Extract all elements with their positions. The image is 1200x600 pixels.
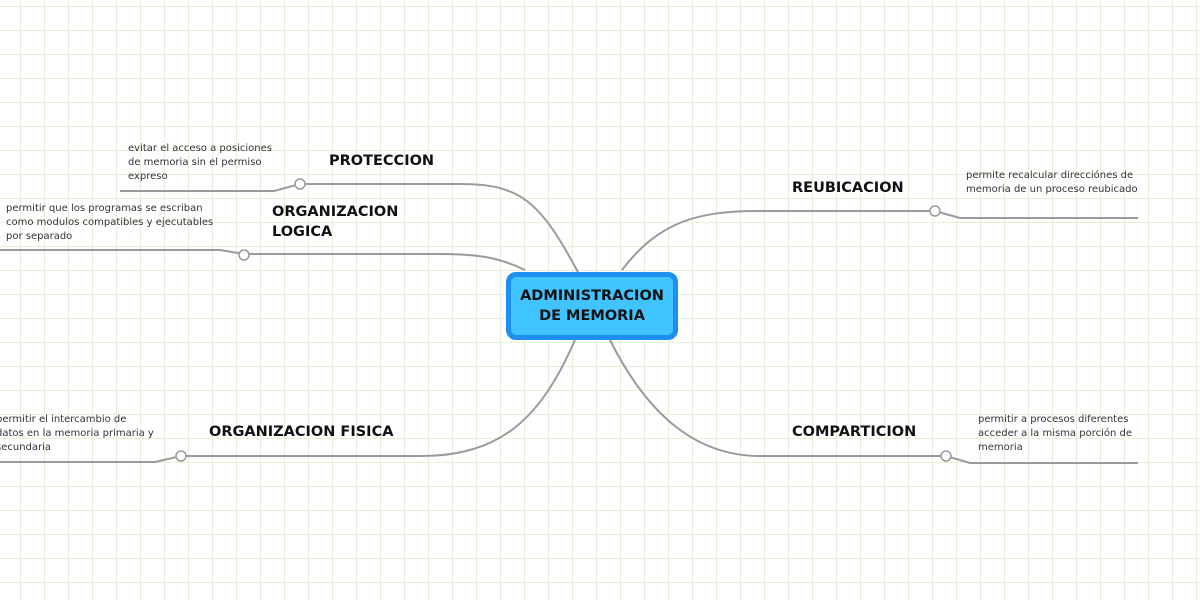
connector-comparticion [609, 339, 1138, 464]
collapse-handle-reubicacion [929, 205, 941, 217]
central-topic[interactable]: ADMINISTRACION DE MEMORIA [506, 272, 678, 340]
topic-organizacion-fisica[interactable]: ORGANIZACION FISICA [209, 424, 394, 440]
collapse-handle-organizacion-fisica [175, 450, 187, 462]
connector-proteccion [120, 183, 581, 277]
note-reubicacion[interactable]: permite recalcular direcciónes de memori… [966, 170, 1138, 195]
collapse-handle-organizacion-logica [238, 249, 250, 261]
connector-organizacion-fisica [0, 339, 576, 463]
collapse-handle-proteccion [294, 178, 306, 190]
collapse-handle-comparticion [940, 450, 952, 462]
note-organizacion-logica[interactable]: permitir que los programas se escriban c… [6, 203, 214, 242]
topic-comparticion[interactable]: COMPARTICION [792, 424, 917, 440]
note-comparticion[interactable]: permitir a procesos diferentes acceder a… [978, 414, 1133, 453]
note-organizacion-fisica[interactable]: permitir el intercambio de datos en la m… [0, 414, 154, 453]
central-topic-label: ADMINISTRACION DE MEMORIA [520, 288, 664, 324]
topic-organizacion-logica[interactable]: ORGANIZACION LOGICA [272, 204, 399, 240]
topic-reubicacion[interactable]: REUBICACION [792, 180, 904, 196]
note-proteccion[interactable]: evitar el acceso a posiciones de memoria… [128, 143, 272, 182]
connector-organizacion-logica [0, 249, 526, 271]
connector-reubicacion [621, 210, 1138, 271]
topic-proteccion[interactable]: PROTECCION [329, 153, 435, 169]
